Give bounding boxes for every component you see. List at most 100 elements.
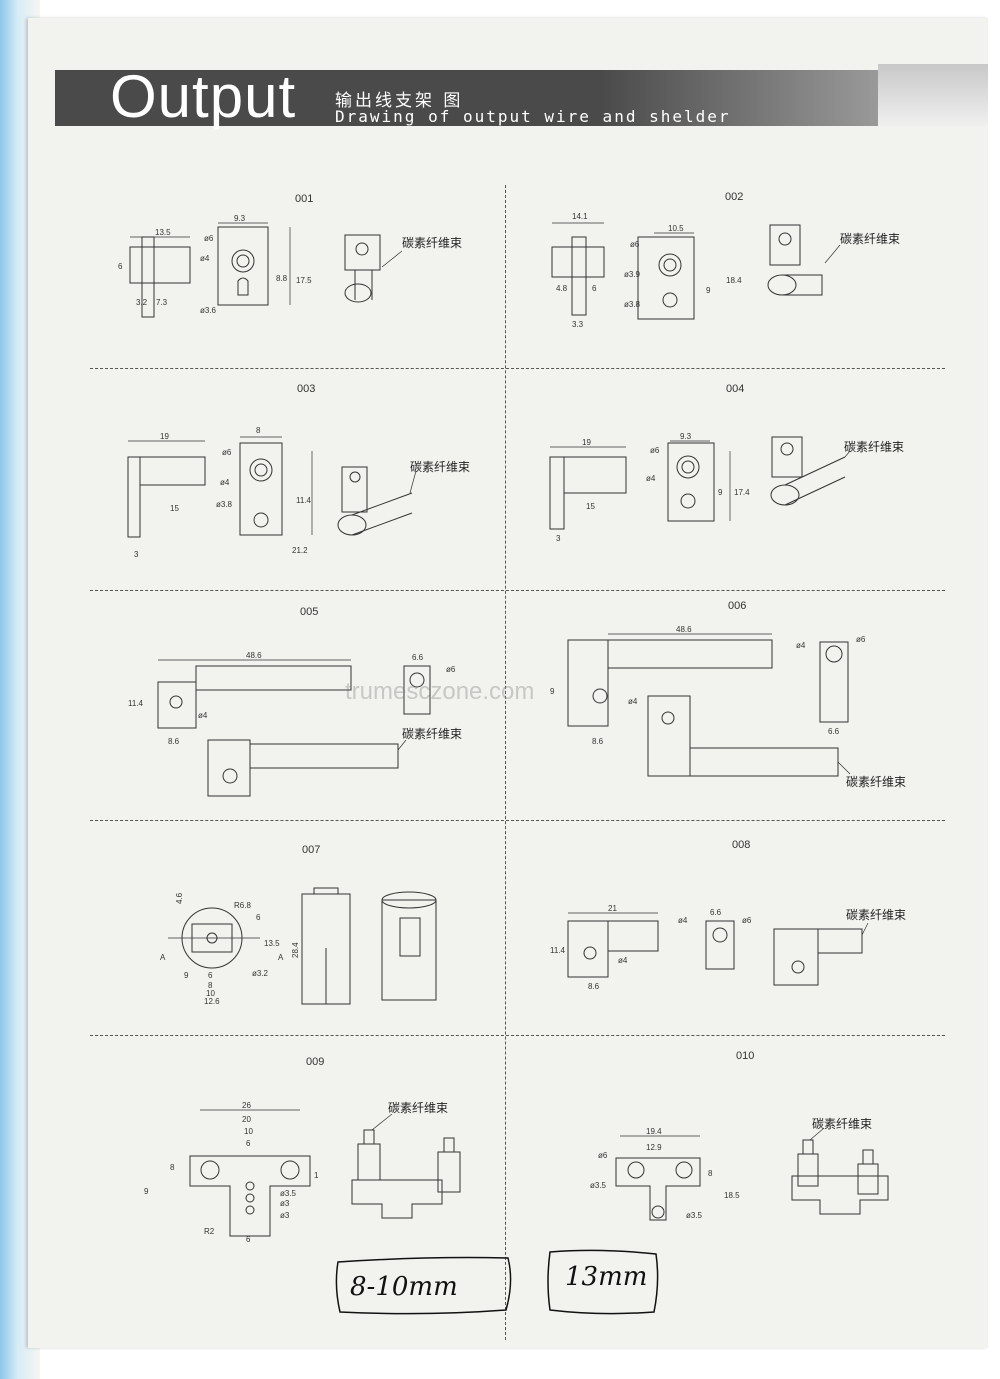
dim: 28.4 [291,942,300,958]
dim: 3.3 [572,320,584,329]
page-title-cn: 输出线支架 图 [335,91,464,111]
dim: R6.8 [234,901,251,910]
carbon-fiber-label: 碳素纤维束 [410,460,470,474]
row-divider-1 [90,368,945,369]
dim: ø6 [630,240,640,249]
carbon-fiber-label: 碳素纤维束 [846,908,906,922]
dim: 3 [134,550,139,559]
dim: 10 [244,1127,253,1136]
dim: ø6 [598,1151,608,1160]
dim: 9 [184,971,189,980]
dim: 8 [708,1169,713,1178]
dim: 10.5 [668,224,684,233]
dim: 8.6 [588,982,600,991]
drawing-007: 4.6 R6.8 6 13.5 9 6 8 10 12.6 ø3.2 A A 2… [160,887,437,1006]
dim: 3.2 [136,298,148,307]
carbon-fiber-label: 碳素纤维束 [840,232,900,246]
dim: ø3 [280,1211,290,1220]
dim: 48.6 [246,651,262,660]
handwritten-note-1: 8-10mm [350,1272,458,1302]
column-divider [505,185,506,1340]
dim: 48.6 [676,625,692,634]
dim: 18.4 [726,276,742,285]
dim: 1 [314,1171,319,1180]
dim: ø4 [220,478,230,487]
panel-001: 001 13.5 6 3.2 7.3 9.3 ø6 ø4 8.8 17.5 ø3… [100,185,500,365]
dim: ø4 [200,254,210,263]
watermark: trumesczone.com [345,678,535,705]
dim: ø4 [678,916,688,925]
panel-code: 003 [297,383,316,395]
dim: 26 [242,1101,251,1110]
dim: 8 [170,1163,175,1172]
carbon-fiber-label: 碳素纤维束 [844,440,904,454]
dim: 9 [144,1187,149,1196]
dim: 3 [556,534,561,543]
panel-005: 005 48.6 11.4 ø4 8.6 6.6 ø6 碳素纤维束 [100,600,500,810]
dim: A [160,953,166,962]
row-divider-4 [90,1035,945,1036]
handwritten-note-2: 13mm [565,1262,648,1292]
dim: 9.3 [680,432,692,441]
header-band [55,70,880,126]
panel-code: 006 [728,600,747,612]
dim: 9 [706,286,711,295]
drawing-010: 19.4 12.9 ø6 ø3.5 8 18.5 ø3.5 碳素纤维束 [590,1117,889,1221]
dim: ø3.2 [252,969,269,978]
dim: 4.6 [175,892,184,904]
drawing-008: 21 11.4 ø4 8.6 6.6 ø4 ø6 碳素纤维束 [550,904,906,991]
panel-code: 007 [302,844,321,856]
panel-006: 006 48.6 9 ø4 8.6 ø4 ø6 6.6 碳素纤维束 [520,598,940,813]
panel-002: 002 14.1 4.8 6 3.3 10.5 ø6 ø3.9 9 18.4 ø… [520,185,940,365]
dim: 10 [206,989,215,998]
drawing-006: 48.6 9 ø4 8.6 ø4 ø6 6.6 碳素纤维束 [550,625,906,789]
carbon-fiber-label: 碳素纤维束 [812,1117,872,1131]
panel-code: 002 [725,191,744,203]
panel-code: 008 [732,839,751,851]
drawing-005: 48.6 11.4 ø4 8.6 6.6 ø6 碳素纤维束 [128,651,462,797]
dim: 15 [170,504,179,513]
dim: 9.3 [234,214,246,223]
dim: ø4 [796,641,806,650]
dim: ø4 [198,711,208,720]
dim: ø6 [856,635,866,644]
dim: 6.6 [828,727,840,736]
dim: 6.6 [412,653,424,662]
dim: ø6 [446,665,456,674]
dim: ø4 [618,956,628,965]
dim: 9 [718,488,723,497]
carbon-fiber-label: 碳素纤维束 [402,727,462,741]
dim: 6 [208,971,213,980]
panel-code: 005 [300,606,319,618]
dim: 6.6 [710,908,722,917]
panel-007: 007 4.6 R6.8 6 13.5 9 6 8 10 12.6 ø3.2 A… [100,838,500,1033]
dim: 6 [246,1235,251,1244]
panel-code: 009 [306,1056,325,1068]
dim: 11.4 [296,496,312,505]
panel-003: 003 19 15 3 8 ø6 ø4 ø3.8 11.4 21.2 碳素纤维束 [100,375,500,585]
dim: 14.1 [572,212,588,221]
row-divider-3 [90,820,945,821]
drawing-003: 19 15 3 8 ø6 ø4 ø3.8 11.4 21.2 碳素纤维束 [127,426,470,559]
dim: 8 [208,981,213,990]
drawing-009: 26 20 10 6 8 9 ø3.5 ø3 ø3 R2 6 1 碳素纤维束 [144,1101,461,1244]
dim: ø3.5 [590,1181,607,1190]
dim: 11.4 [128,699,144,708]
panel-code: 001 [295,193,314,205]
carbon-fiber-label: 碳素纤维束 [846,775,906,789]
dim: 12.6 [204,997,220,1006]
dim: ø3.6 [200,306,217,315]
dim: ø3.8 [216,500,233,509]
dim: ø3.5 [686,1211,703,1220]
dim: 6 [246,1139,251,1148]
dim: R2 [204,1227,215,1236]
dim: ø4 [646,474,656,483]
dim: 19.4 [646,1127,662,1136]
dim: 8 [256,426,261,435]
dim: 18.5 [724,1191,740,1200]
dim: ø3.9 [624,270,641,279]
dim: 11.4 [550,946,566,955]
dim: 17.4 [734,488,750,497]
dim: ø6 [204,234,214,243]
dim: 9 [550,687,555,696]
